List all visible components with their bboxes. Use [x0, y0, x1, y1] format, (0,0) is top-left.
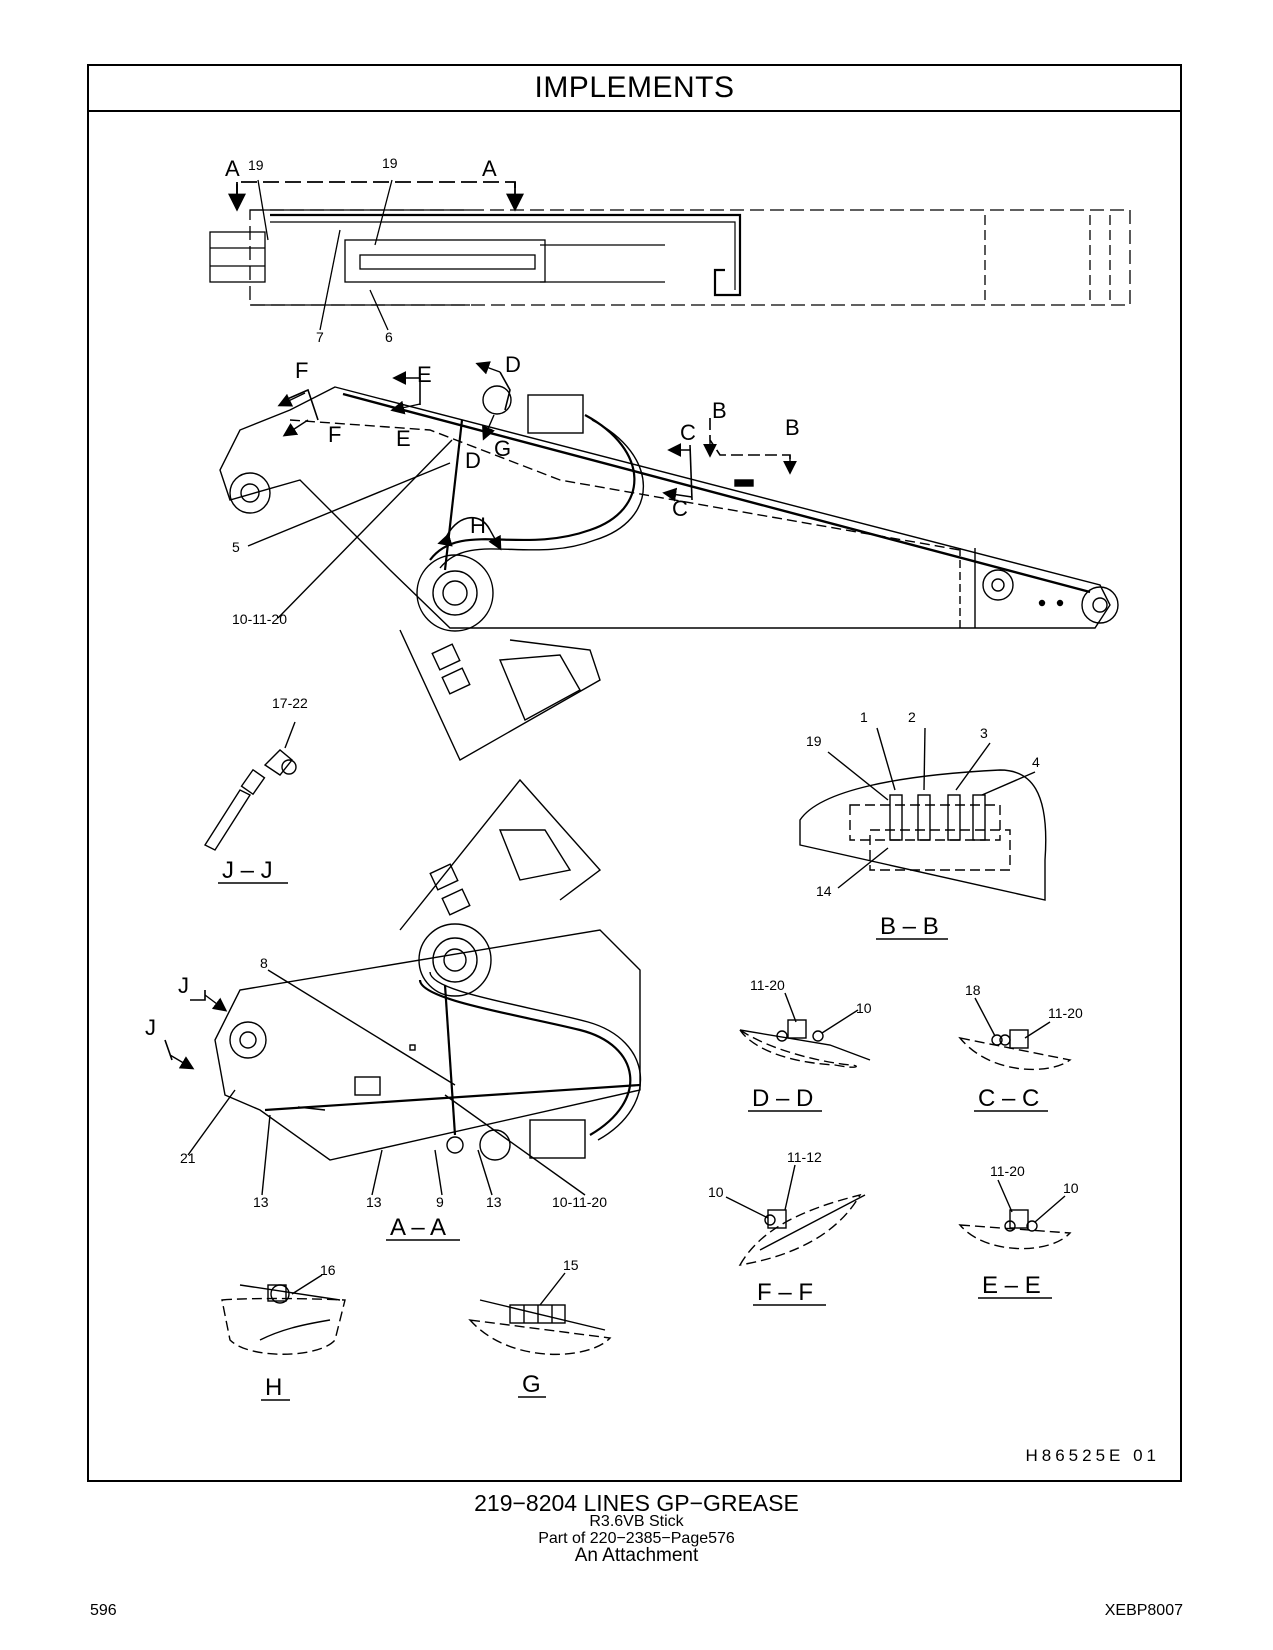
drawing-code: H86525E 01: [1025, 1446, 1160, 1465]
page-number: 596: [90, 1602, 117, 1619]
stick-side-view: [219, 361, 1119, 761]
page-title: IMPLEMENTS: [89, 66, 1180, 112]
section-f-top: F: [295, 358, 308, 383]
callout-2: 2: [908, 709, 916, 725]
diagram-frame: IMPLEMENTS H86525E 01: [87, 64, 1182, 1482]
section-letters: A A F F E E D D G B B C C H J J: [145, 156, 800, 1040]
callout-21: 21: [180, 1150, 196, 1166]
section-g: G: [494, 436, 511, 461]
callout-5: 5: [232, 539, 240, 555]
callout-10-11-20-lower: 10-11-20: [552, 1194, 607, 1210]
section-e-bottom: E: [396, 426, 411, 451]
callout-10-d-d: 10: [856, 1000, 872, 1016]
stick-section-a-a: [164, 778, 642, 1196]
callout-3: 3: [980, 725, 988, 741]
callout-9: 9: [436, 1194, 444, 1210]
callout-15: 15: [563, 1257, 579, 1273]
document-code: XEBP8007: [1104, 1602, 1183, 1619]
callout-13-c: 13: [486, 1194, 502, 1210]
view-title-d-d: D – D: [752, 1085, 813, 1112]
callout-17-22: 17-22: [272, 695, 308, 711]
callout-10-f-f: 10: [708, 1184, 724, 1200]
section-a-right: A: [482, 156, 497, 181]
callout-13-a: 13: [253, 1194, 269, 1210]
callout-11-20-c-c: 11-20: [1048, 1005, 1083, 1021]
detail-b-b: [799, 727, 1047, 901]
section-c-bottom: C: [672, 496, 688, 521]
section-e-top: E: [417, 362, 432, 387]
section-b-right: B: [785, 415, 800, 440]
callout-10-e-e: 10: [1063, 1180, 1079, 1196]
section-d-bottom: D: [465, 448, 481, 473]
detail-j-j: [203, 721, 297, 851]
section-c-top: C: [680, 420, 696, 445]
callout-19-top: 19: [382, 155, 398, 171]
detail-c-c: [958, 997, 1072, 1071]
part-number-line: 219−8204 LINES GP−GREASE: [474, 1490, 799, 1516]
callout-11-12: 11-12: [787, 1149, 822, 1165]
detail-f-f: [725, 1164, 866, 1266]
detail-d-d: [739, 992, 871, 1068]
callout-18: 18: [965, 982, 981, 998]
view-title-b-b: B – B: [880, 913, 939, 940]
callout-7: 7: [316, 329, 324, 345]
section-a-left: A: [225, 156, 240, 181]
section-d-top: D: [505, 352, 521, 377]
callout-16: 16: [320, 1262, 336, 1278]
callout-19-top-left: 19: [248, 157, 264, 173]
view-title-j-j: J – J: [222, 857, 273, 884]
callout-11-20-e-e: 11-20: [990, 1163, 1025, 1179]
callout-numbers: 19 19 7 6 5 10-11-20 17-22 1 2 3 4 19 14…: [180, 155, 1083, 1278]
view-title-f-f: F – F: [757, 1279, 813, 1306]
view-title-c-c: C – C: [978, 1085, 1039, 1112]
section-f-bottom: F: [328, 422, 341, 447]
detail-e-e: [958, 1179, 1072, 1250]
detail-g: [468, 1272, 612, 1356]
callout-14: 14: [816, 883, 832, 899]
view-title-e-e: E – E: [982, 1272, 1041, 1299]
part-of-line: Part of 220−2385−Page576: [538, 1530, 735, 1547]
section-j-bottom: J: [145, 1015, 156, 1040]
view-title-h: H: [265, 1374, 282, 1401]
callout-4: 4: [1032, 754, 1040, 770]
callout-13-b: 13: [366, 1194, 382, 1210]
section-j-top: J: [178, 973, 189, 998]
detail-h: [221, 1274, 346, 1355]
view-titles: J – J B – B D – D C – C A – A F – F E – …: [218, 857, 1052, 1401]
view-title-a-a: A – A: [390, 1214, 446, 1241]
attachment-line: An Attachment: [574, 1545, 699, 1566]
stick-top-view: [209, 179, 1131, 331]
callout-6: 6: [385, 329, 393, 345]
section-h: H: [470, 513, 486, 538]
callout-8: 8: [260, 955, 268, 971]
callout-1: 1: [860, 709, 868, 725]
callout-19-b-b: 19: [806, 733, 822, 749]
callout-11-20-d-d: 11-20: [750, 977, 785, 993]
model-line: R3.6VB Stick: [589, 1513, 684, 1530]
view-title-g: G: [522, 1371, 541, 1398]
section-b-left: B: [712, 398, 727, 423]
callout-10-11-20-upper: 10-11-20: [232, 611, 287, 627]
